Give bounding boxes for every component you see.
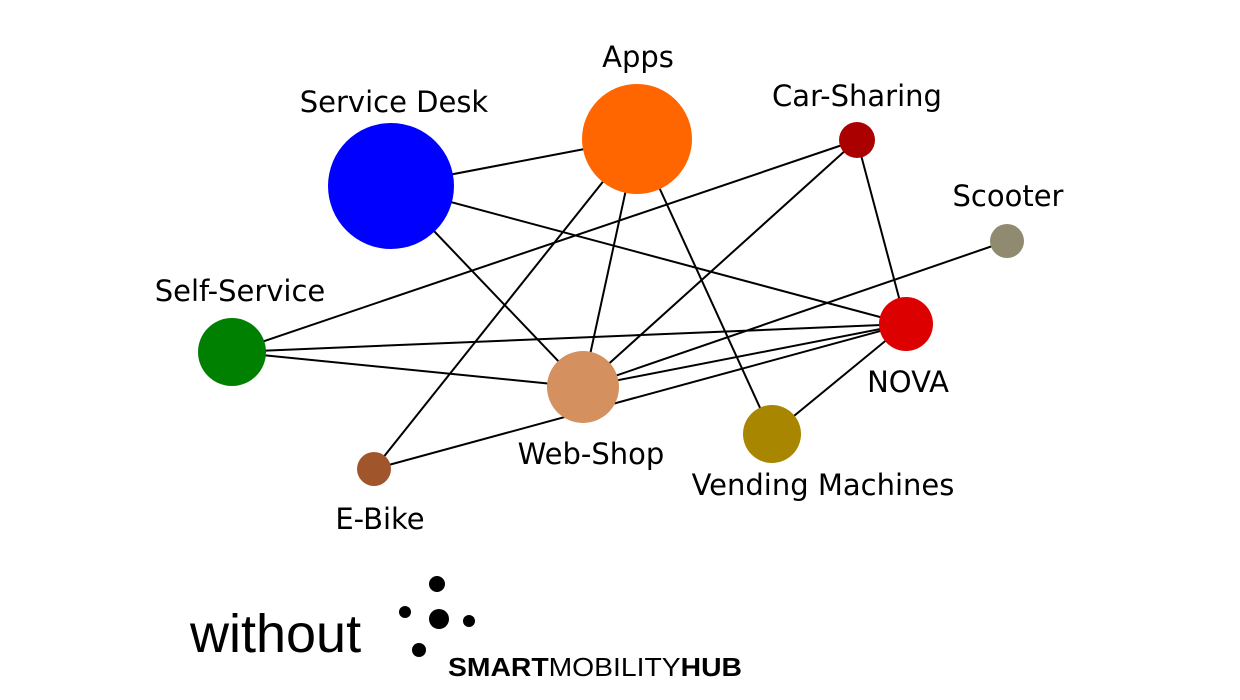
node-label-nova: NOVA xyxy=(867,365,949,399)
node-scooter xyxy=(990,224,1024,258)
edge-car-sharing-self-service xyxy=(231,139,858,353)
node-label-scooter: Scooter xyxy=(953,179,1064,213)
node-label-apps: Apps xyxy=(602,40,674,74)
node-label-web-shop: Web-Shop xyxy=(518,437,665,471)
edge-service-desk-nova xyxy=(390,185,907,325)
edge-self-service-web-shop xyxy=(231,351,584,388)
node-label-car-sharing: Car-Sharing xyxy=(772,79,942,113)
node-vending-machines xyxy=(743,405,801,463)
edge-car-sharing-nova xyxy=(856,139,907,325)
edge-car-sharing-web-shop xyxy=(582,139,858,388)
node-label-service-desk: Service Desk xyxy=(300,85,489,119)
node-e-bike xyxy=(357,452,391,486)
node-label-vending-machines: Vending Machines xyxy=(692,468,955,502)
node-self-service xyxy=(198,318,266,386)
edge-scooter-web-shop xyxy=(582,240,1008,388)
edge-e-bike-nova xyxy=(373,323,907,470)
node-label-e-bike: E-Bike xyxy=(335,502,424,536)
edge-apps-e-bike xyxy=(373,138,638,470)
node-label-self-service: Self-Service xyxy=(155,274,326,308)
node-apps xyxy=(582,84,692,194)
node-car-sharing xyxy=(839,122,875,158)
node-nova xyxy=(879,297,933,351)
edge-self-service-nova xyxy=(231,323,907,353)
node-service-desk xyxy=(328,123,454,249)
footer-prefix: without xyxy=(189,604,361,664)
node-web-shop xyxy=(547,351,619,423)
edge-web-shop-nova xyxy=(582,323,907,388)
logo-dots-icon xyxy=(399,576,475,657)
